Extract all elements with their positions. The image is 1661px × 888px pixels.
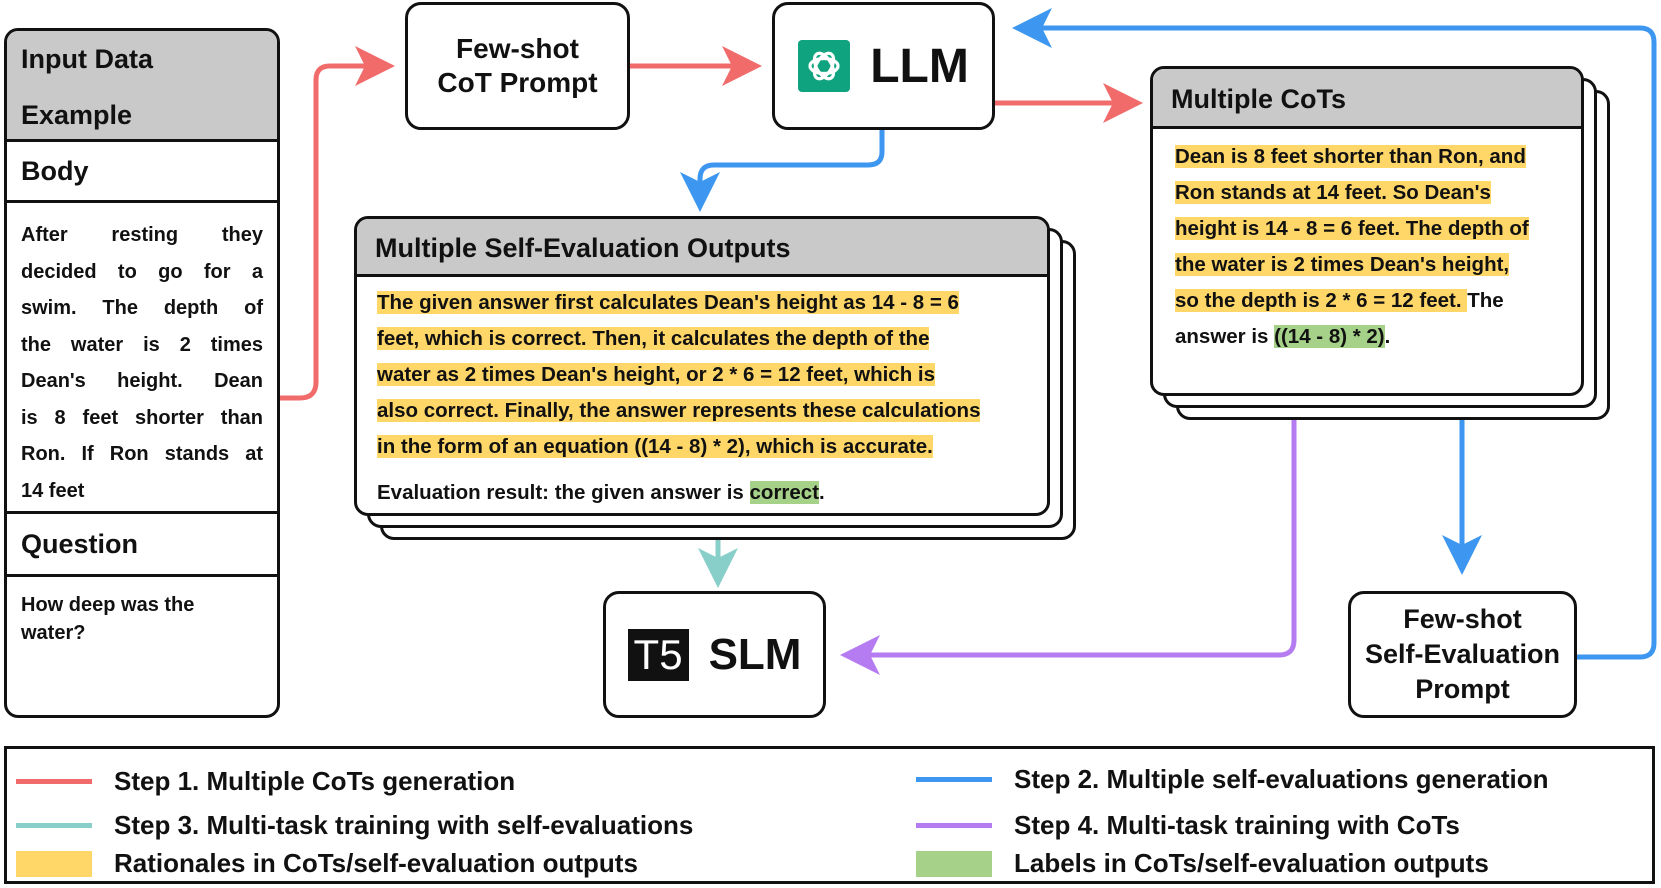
cots-header: Multiple CoTs	[1153, 69, 1581, 129]
cot-prompt-line: Few-shot	[456, 33, 579, 64]
eval-panel: Multiple Self-Evaluation Outputs The giv…	[354, 216, 1050, 516]
legend-swatch	[916, 823, 992, 828]
eval-header: Multiple Self-Evaluation Outputs	[357, 219, 1047, 277]
cot-answer-suffix: .	[1384, 325, 1391, 348]
openai-logo-icon	[798, 40, 851, 92]
cot-rationale-line: the water is 2 times Dean's height,	[1175, 253, 1510, 276]
legend-swatch	[16, 823, 92, 828]
self-eval-prompt-line: Prompt	[1415, 674, 1510, 704]
body-line: decided to go for a	[21, 260, 263, 283]
cot-rationale-line: Ron stands at 14 feet. So Dean's	[1175, 181, 1491, 204]
legend	[4, 746, 1655, 884]
eval-result-prefix: Evaluation result: the given answer is	[377, 481, 750, 504]
self-eval-prompt-line: Self-Evaluation	[1364, 639, 1561, 669]
legend-label: Step 2. Multiple self-evaluations genera…	[1014, 764, 1549, 794]
body-text: After resting they decided to go for a s…	[7, 203, 277, 514]
llm-label: LLM	[870, 39, 969, 93]
body-line: Dean's height. Dean	[21, 370, 263, 392]
body-line: 14 feet	[21, 479, 85, 502]
self-eval-prompt-box: Few-shot Self-Evaluation Prompt	[1348, 591, 1577, 718]
legend-swatch	[916, 777, 992, 782]
legend-item-step4: Step 4. Multi-task training with CoTs	[916, 810, 1460, 841]
arrow-llm-to-eval-outputs	[680, 130, 885, 212]
cots-panel: Multiple CoTs Dean is 8 feet shorter tha…	[1150, 66, 1584, 396]
question-line: How deep was the	[21, 594, 195, 616]
legend-item-step3: Step 3. Multi-task training with self-ev…	[16, 810, 693, 841]
cot-answer-label: ((14 - 8) * 2)	[1274, 325, 1385, 348]
body-line: swim. The depth of	[21, 297, 263, 319]
llm-box: LLM	[772, 2, 995, 130]
arrow-self-eval-prompt-to-llm	[1012, 8, 1657, 660]
body-line: Ron. If Ron stands at	[21, 443, 263, 465]
cot-prompt-box: Few-shot CoT Prompt	[405, 2, 630, 130]
legend-item-labels: Labels in CoTs/self-evaluation outputs	[916, 848, 1489, 879]
legend-item-step2: Step 2. Multiple self-evaluations genera…	[916, 764, 1549, 795]
legend-label: Labels in CoTs/self-evaluation outputs	[1014, 848, 1489, 878]
cots-text: Dean is 8 feet shorter than Ron, and Ron…	[1153, 129, 1581, 365]
arrow-input-to-cot-prompt	[280, 46, 395, 401]
question-text: How deep was the water?	[7, 577, 277, 661]
self-eval-prompt-line: Few-shot	[1403, 604, 1522, 634]
legend-item-step1: Step 1. Multiple CoTs generation	[16, 766, 515, 797]
legend-item-rationales: Rationales in CoTs/self-evaluation outpu…	[16, 848, 638, 879]
eval-rationale-line: in the form of an equation ((14 - 8) * 2…	[377, 435, 933, 458]
cot-rationale-line: so the depth is 2 * 6 = 12 feet.	[1175, 289, 1468, 312]
cot-answer-prefix: answer is	[1175, 325, 1275, 348]
body-line: is 8 feet shorter than	[21, 406, 263, 429]
legend-swatch	[16, 850, 92, 877]
eval-rationale-line: water as 2 times Dean's height, or 2 * 6…	[377, 363, 936, 386]
question-line: water?	[21, 622, 86, 644]
legend-swatch	[16, 779, 92, 784]
arrow-cots-to-slm	[840, 420, 1297, 675]
legend-label: Step 4. Multi-task training with CoTs	[1014, 810, 1460, 840]
eval-text: The given answer first calculates Dean's…	[357, 277, 1047, 513]
slm-label: SLM	[708, 629, 802, 679]
input-data-panel: Input Data Example Body After resting th…	[4, 28, 280, 718]
cot-prompt-line: CoT Prompt	[437, 67, 598, 98]
cot-rationale-line: Dean is 8 feet shorter than Ron, and	[1175, 145, 1526, 168]
body-line: After resting they	[21, 224, 263, 246]
eval-result-suffix: .	[819, 481, 825, 504]
eval-rationale-line: also correct. Finally, the answer repres…	[377, 399, 981, 422]
cot-rationale-line: height is 14 - 8 = 6 feet. The depth of	[1175, 217, 1529, 240]
eval-rationale-line: feet, which is correct. Then, it calcula…	[377, 327, 930, 350]
body-title: Body	[7, 142, 277, 203]
legend-label: Rationales in CoTs/self-evaluation outpu…	[114, 848, 638, 878]
legend-swatch	[916, 850, 992, 877]
t5-badge: T5	[627, 628, 689, 681]
slm-box: T5 SLM	[603, 591, 826, 718]
eval-rationale-line: The given answer first calculates Dean's…	[377, 291, 959, 314]
question-title: Question	[7, 514, 277, 577]
input-data-header: Input Data Example	[7, 31, 277, 142]
body-line: the water is 2 times	[21, 333, 263, 356]
eval-result-label: correct	[749, 481, 820, 504]
legend-label: Step 1. Multiple CoTs generation	[114, 766, 516, 796]
cot-tail-text: The	[1467, 289, 1504, 312]
legend-label: Step 3. Multi-task training with self-ev…	[114, 810, 694, 840]
